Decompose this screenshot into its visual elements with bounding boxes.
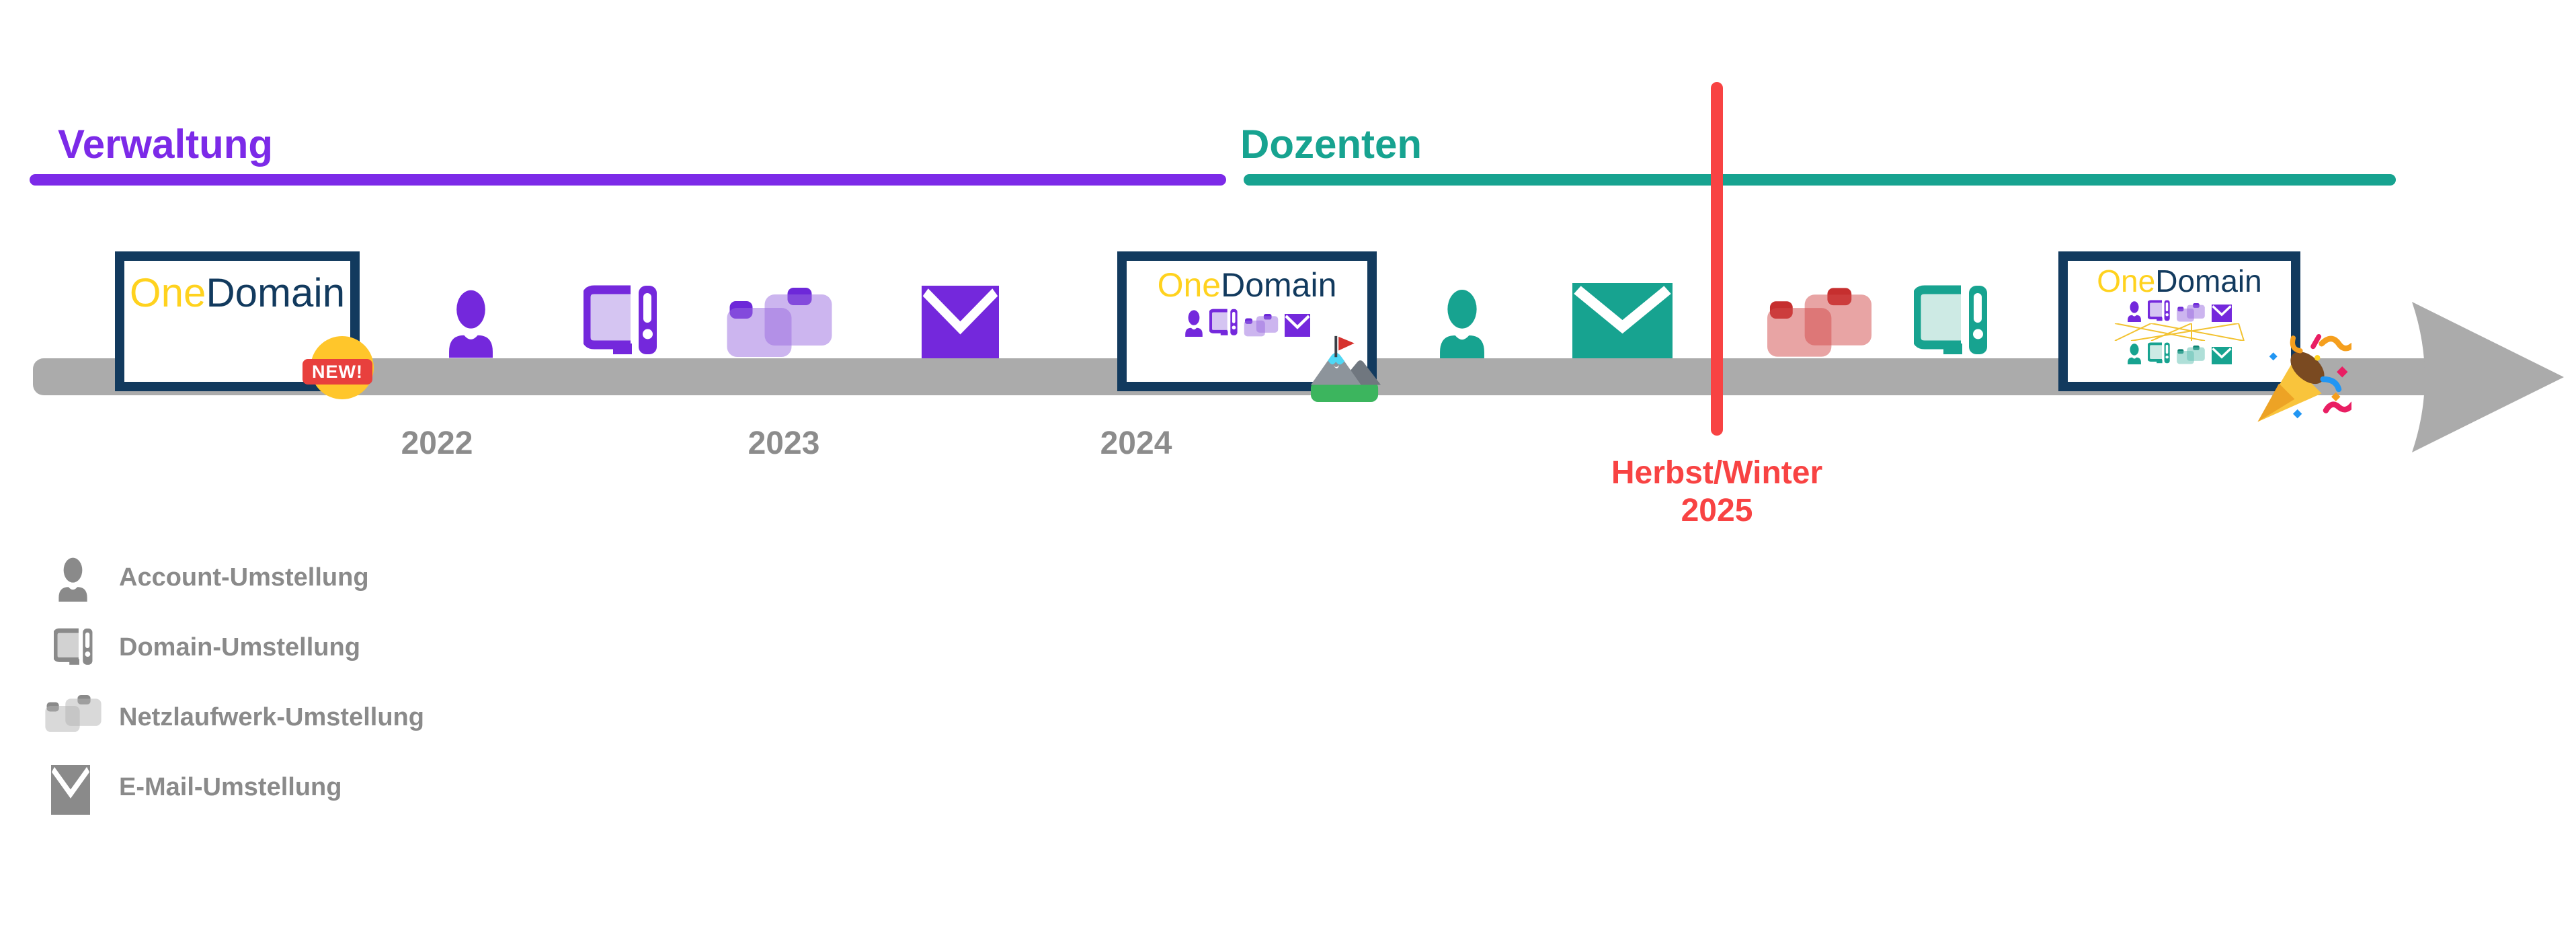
year-label-2024: 2024 [1100,426,1172,461]
onedomain-logo: OneDomain [1158,268,1337,303]
brand-one: One [129,270,206,315]
person-icon [2127,344,2142,364]
year-label-2022: 2022 [401,426,473,461]
phase-label-verwaltung: Verwaltung [58,122,274,167]
phase-line-verwaltung [30,174,1226,186]
mini-icon-row-purple [2127,300,2232,322]
party-popper-icon [2252,328,2351,428]
email-icon [1285,314,1310,337]
year-label-2023: 2023 [748,426,820,461]
brand-domain: Domain [206,270,346,315]
phase-line-dozenten [1244,174,2396,186]
domain-device-icon [1914,284,1988,358]
person-icon [1184,310,1203,337]
legend-label-netzlaufwerk: Netzlaufwerk-Umstellung [119,703,424,731]
domain-device-icon [2148,342,2170,364]
mini-icon-row-teal [2127,342,2232,364]
email-icon [1572,283,1673,358]
network-folders-icon [2176,303,2206,322]
domain-device-icon [583,284,657,358]
brand-domain: Domain [2155,264,2262,298]
network-folders-icon [724,288,835,358]
brand-one: One [2097,264,2156,298]
milestone-line2: 2025 [1681,492,1753,528]
network-folders-icon [1766,288,1873,358]
mini-icon-row-purple [1184,309,1310,337]
domain-device-icon [54,628,93,667]
brand-one: One [1157,266,1221,304]
person-icon [2127,301,2142,322]
domain-device-icon [1209,309,1238,337]
person-icon [57,557,89,602]
network-folders-icon [44,695,102,733]
person-icon [447,289,495,358]
phase-label-dozenten: Dozenten [1240,122,1422,167]
email-icon [2212,305,2232,322]
timeline-arrow-icon [2412,300,2567,454]
onedomain-logo: OneDomain [2097,265,2261,297]
onedomain-logo: OneDomain [130,272,345,314]
mountain-flag-icon [1310,331,1382,403]
milestone-divider-line [1711,82,1723,436]
milestone-label: Herbst/Winter 2025 [1569,454,1865,529]
new-badge: NEW! [303,359,372,385]
email-icon [51,765,90,815]
connector-lines [2114,323,2245,341]
email-icon [2212,347,2232,364]
milestone-line1: Herbst/Winter [1611,455,1823,491]
domain-device-icon [2148,300,2170,322]
person-icon [1437,289,1487,358]
onedomain-box-start: OneDomain [115,251,360,391]
brand-domain: Domain [1221,266,1337,304]
network-folders-icon [2176,346,2206,364]
email-icon [922,286,999,358]
legend-label-account: Account-Umstellung [119,563,369,592]
legend-label-email: E-Mail-Umstellung [119,773,342,801]
legend-label-domain: Domain-Umstellung [119,633,360,661]
network-folders-icon [1244,314,1279,337]
